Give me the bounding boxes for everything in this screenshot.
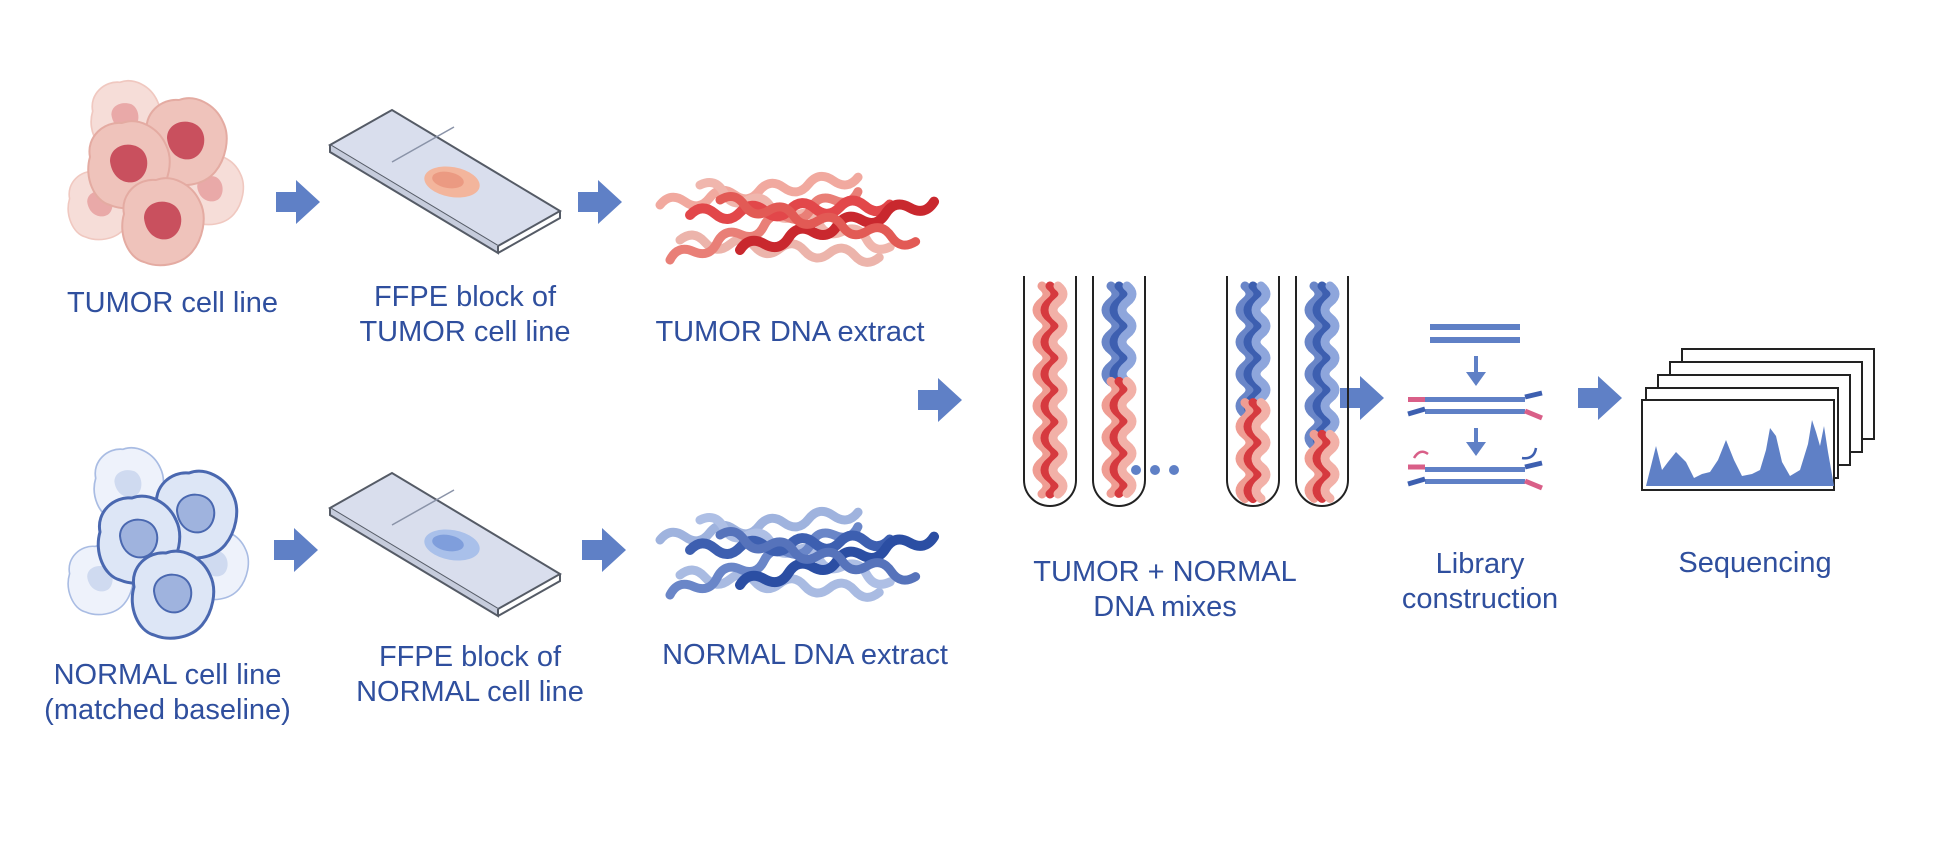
- tumor-dna-strand: [1304, 429, 1324, 503]
- tumor-dna-strand: [1251, 398, 1271, 504]
- tube-outline: [1092, 276, 1146, 507]
- dna-mixes-label: TUMOR + NORMAL DNA mixes: [1010, 555, 1320, 625]
- tumor-dna-strand: [1048, 281, 1068, 499]
- normal-cell-cluster-icon: [67, 446, 250, 640]
- ffpe-tumor-line1: FFPE block of: [373, 281, 557, 313]
- right-arrow-icon: [578, 180, 622, 224]
- library-construction-label: Library construction: [1370, 547, 1590, 617]
- normal-dna-strand: [1235, 281, 1255, 419]
- tumor-dna-strand: [1312, 429, 1332, 503]
- ellipsis-dots: [1131, 465, 1179, 475]
- normal-dna-strand: [1304, 281, 1324, 451]
- right-arrow-icon: [1578, 376, 1622, 420]
- normal-dna-strand: [1101, 281, 1121, 387]
- normal-dna-strand: [1117, 281, 1137, 387]
- library-line2: construction: [1401, 583, 1559, 615]
- normal-dna-strands-icon: [659, 506, 935, 600]
- tumor-cell-line-text: TUMOR cell line: [66, 287, 279, 319]
- tumor-dna-strand: [1243, 398, 1263, 504]
- dna-mixes-line2: DNA mixes: [1093, 591, 1237, 623]
- test-tube-icon: [1092, 276, 1146, 507]
- ffpe-tumor-label: FFPE block of TUMOR cell line: [325, 280, 605, 350]
- right-arrow-icon: [582, 528, 626, 572]
- normal-cell-line-line2: (matched baseline): [44, 694, 291, 726]
- normal-cell-line-label: NORMAL cell line (matched baseline): [10, 658, 325, 728]
- tumor-dna-strand: [1320, 429, 1340, 503]
- ffpe-normal-label: FFPE block of NORMAL cell line: [325, 640, 615, 710]
- library-fragments-icon: [1407, 324, 1543, 491]
- tube-outline: [1295, 276, 1349, 507]
- sequencing-label: Sequencing: [1650, 546, 1860, 581]
- tumor-slide-icon: [328, 108, 562, 255]
- tumor-dna-strand: [1117, 376, 1137, 498]
- normal-dna-label: NORMAL DNA extract: [630, 638, 980, 673]
- tumor-dna-strand: [1101, 376, 1121, 498]
- normal-dna-text: NORMAL DNA extract: [662, 639, 948, 671]
- normal-dna-strand: [1251, 281, 1271, 419]
- library-line1: Library: [1435, 548, 1525, 580]
- normal-dna-strand: [1320, 281, 1340, 451]
- normal-dna-strand: [1312, 281, 1332, 451]
- normal-dna-strand: [1243, 281, 1263, 419]
- tumor-dna-strand: [1040, 281, 1060, 499]
- tumor-dna-strand: [1032, 281, 1052, 499]
- test-tube-icon: [1226, 276, 1280, 507]
- right-arrow-icon: [1340, 376, 1384, 420]
- normal-dna-strand: [1109, 281, 1129, 387]
- ffpe-normal-line2: NORMAL cell line: [356, 676, 584, 708]
- normal-slide-icon: [328, 471, 562, 618]
- chromatogram-stack-icon: [1641, 348, 1875, 491]
- tumor-dna-label: TUMOR DNA extract: [630, 315, 950, 350]
- dna-mixes-line1: TUMOR + NORMAL: [1033, 556, 1297, 588]
- tube-outline: [1226, 276, 1280, 507]
- normal-cell-line-line1: NORMAL cell line: [53, 659, 282, 691]
- dna-mix-tubes: [1023, 276, 1349, 507]
- tumor-dna-strands-icon: [659, 171, 935, 265]
- ffpe-normal-line1: FFPE block of: [378, 641, 562, 673]
- right-arrow-icon: [276, 180, 320, 224]
- right-arrow-icon: [918, 378, 962, 422]
- tube-outline: [1023, 276, 1077, 507]
- tumor-dna-strand: [1235, 398, 1255, 504]
- test-tube-icon: [1295, 276, 1349, 507]
- ffpe-tumor-line2: TUMOR cell line: [359, 316, 571, 348]
- right-arrow-icon: [274, 528, 318, 572]
- tumor-cell-line-label: TUMOR cell line: [40, 286, 305, 321]
- sequencing-text: Sequencing: [1678, 547, 1832, 579]
- tumor-dna-strand: [1109, 376, 1129, 498]
- tumor-cell-cluster-icon: [67, 79, 245, 267]
- tumor-dna-text: TUMOR DNA extract: [655, 316, 925, 348]
- test-tube-icon: [1023, 276, 1077, 507]
